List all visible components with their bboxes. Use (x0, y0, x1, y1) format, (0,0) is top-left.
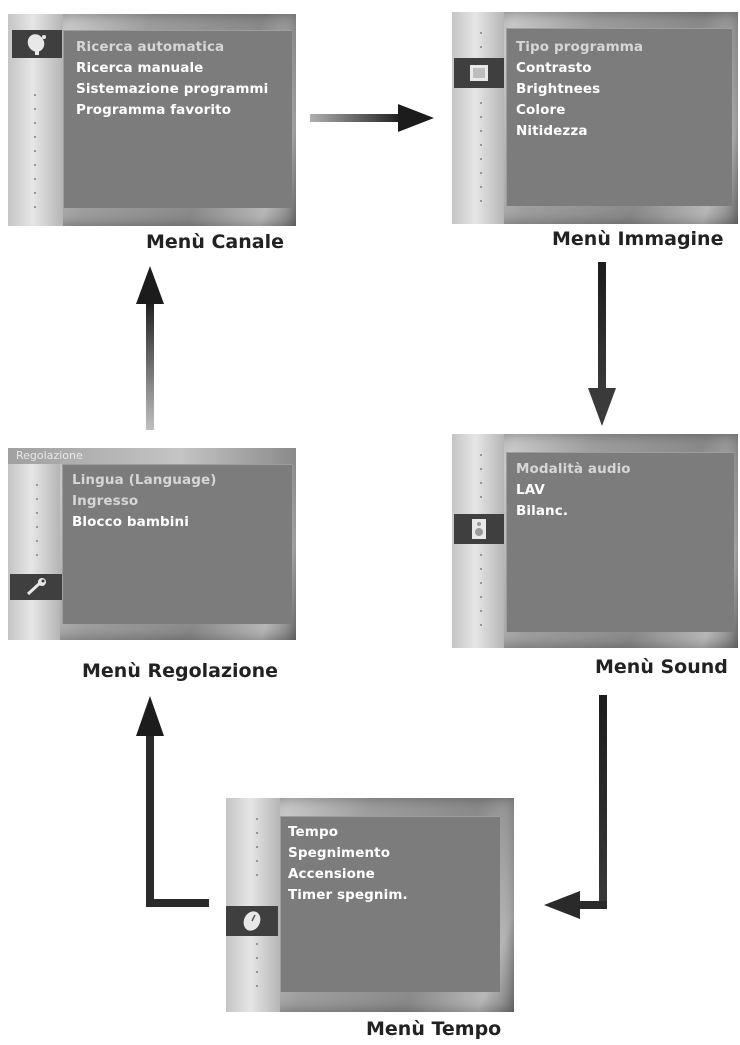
picture-icon[interactable] (454, 58, 504, 88)
caption-menu-immagine: Menù Immagine (552, 228, 724, 250)
menu-sound-panel: Modalità audio LAV Bilanc. (452, 434, 738, 648)
menu-item-contrasto[interactable]: Contrasto (516, 60, 592, 76)
caption-menu-tempo: Menù Tempo (366, 1018, 502, 1040)
menu-item-tempo[interactable]: Tempo (288, 824, 339, 840)
menu-item-ingresso[interactable]: Ingresso (72, 493, 139, 509)
menu-item-spegnimento[interactable]: Spegnimento (288, 845, 391, 861)
menu-item-lingua[interactable]: Lingua (Language) (72, 472, 217, 488)
menu-regolazione-sidebar (8, 464, 60, 640)
menu-item-programma-favorito[interactable]: Programma favorito (76, 102, 232, 118)
menu-item-sistemazione-programmi[interactable]: Sistemazione programmi (76, 81, 269, 97)
menu-canale-content: Ricerca automatica Ricerca manuale Siste… (63, 30, 292, 208)
menu-immagine-content: Tipo programma Contrasto Brightnees Colo… (506, 28, 732, 206)
menu-item-colore[interactable]: Colore (516, 102, 566, 118)
caption-menu-canale: Menù Canale (146, 231, 284, 253)
arrow-canale-to-immagine (310, 104, 434, 132)
menu-regolazione-panel: Regolazione Lingua (Language) Ingresso B… (8, 448, 296, 640)
menu-item-bilanc[interactable]: Bilanc. (516, 503, 569, 519)
speaker-icon[interactable] (454, 514, 504, 544)
menu-tempo-content: Tempo Spegnimento Accensione Timer spegn… (280, 816, 500, 992)
menu-item-tipo-programma[interactable]: Tipo programma (516, 39, 644, 55)
menu-immagine-panel: Tipo programma Contrasto Brightnees Colo… (452, 12, 738, 224)
menu-item-timer-spegnim[interactable]: Timer spegnim. (288, 887, 408, 903)
menu-item-brightnees[interactable]: Brightnees (516, 81, 601, 97)
caption-menu-sound: Menù Sound (595, 656, 728, 678)
menu-sound-content: Modalità audio LAV Bilanc. (506, 452, 734, 632)
menu-regolazione-title: Regolazione (8, 448, 296, 464)
menu-immagine-sidebar (452, 12, 504, 224)
menu-item-ricerca-automatica[interactable]: Ricerca automatica (76, 39, 225, 55)
menu-regolazione-content: Lingua (Language) Ingresso Blocco bambin… (62, 464, 292, 624)
satellite-dish-icon[interactable] (12, 30, 62, 58)
menu-item-blocco-bambini[interactable]: Blocco bambini (72, 514, 189, 530)
menu-canale-panel: Ricerca automatica Ricerca manuale Siste… (8, 14, 296, 226)
menu-item-modalita-audio[interactable]: Modalità audio (516, 461, 631, 477)
clock-icon[interactable] (226, 906, 278, 936)
arrow-sound-to-tempo (544, 695, 607, 919)
menu-item-nitidezza[interactable]: Nitidezza (516, 123, 588, 139)
caption-menu-regolazione: Menù Regolazione (82, 660, 279, 682)
arrow-immagine-to-sound (588, 262, 616, 426)
menu-tempo-panel: Tempo Spegnimento Accensione Timer spegn… (226, 798, 514, 1012)
arrow-tempo-to-regolazione (136, 696, 209, 907)
menu-item-accensione[interactable]: Accensione (288, 866, 375, 882)
menu-item-ricerca-manuale[interactable]: Ricerca manuale (76, 60, 204, 76)
arrow-regolazione-to-canale (136, 266, 164, 430)
menu-tempo-sidebar (226, 798, 280, 1012)
menu-item-lav[interactable]: LAV (516, 482, 545, 498)
wrench-icon[interactable] (10, 574, 62, 600)
